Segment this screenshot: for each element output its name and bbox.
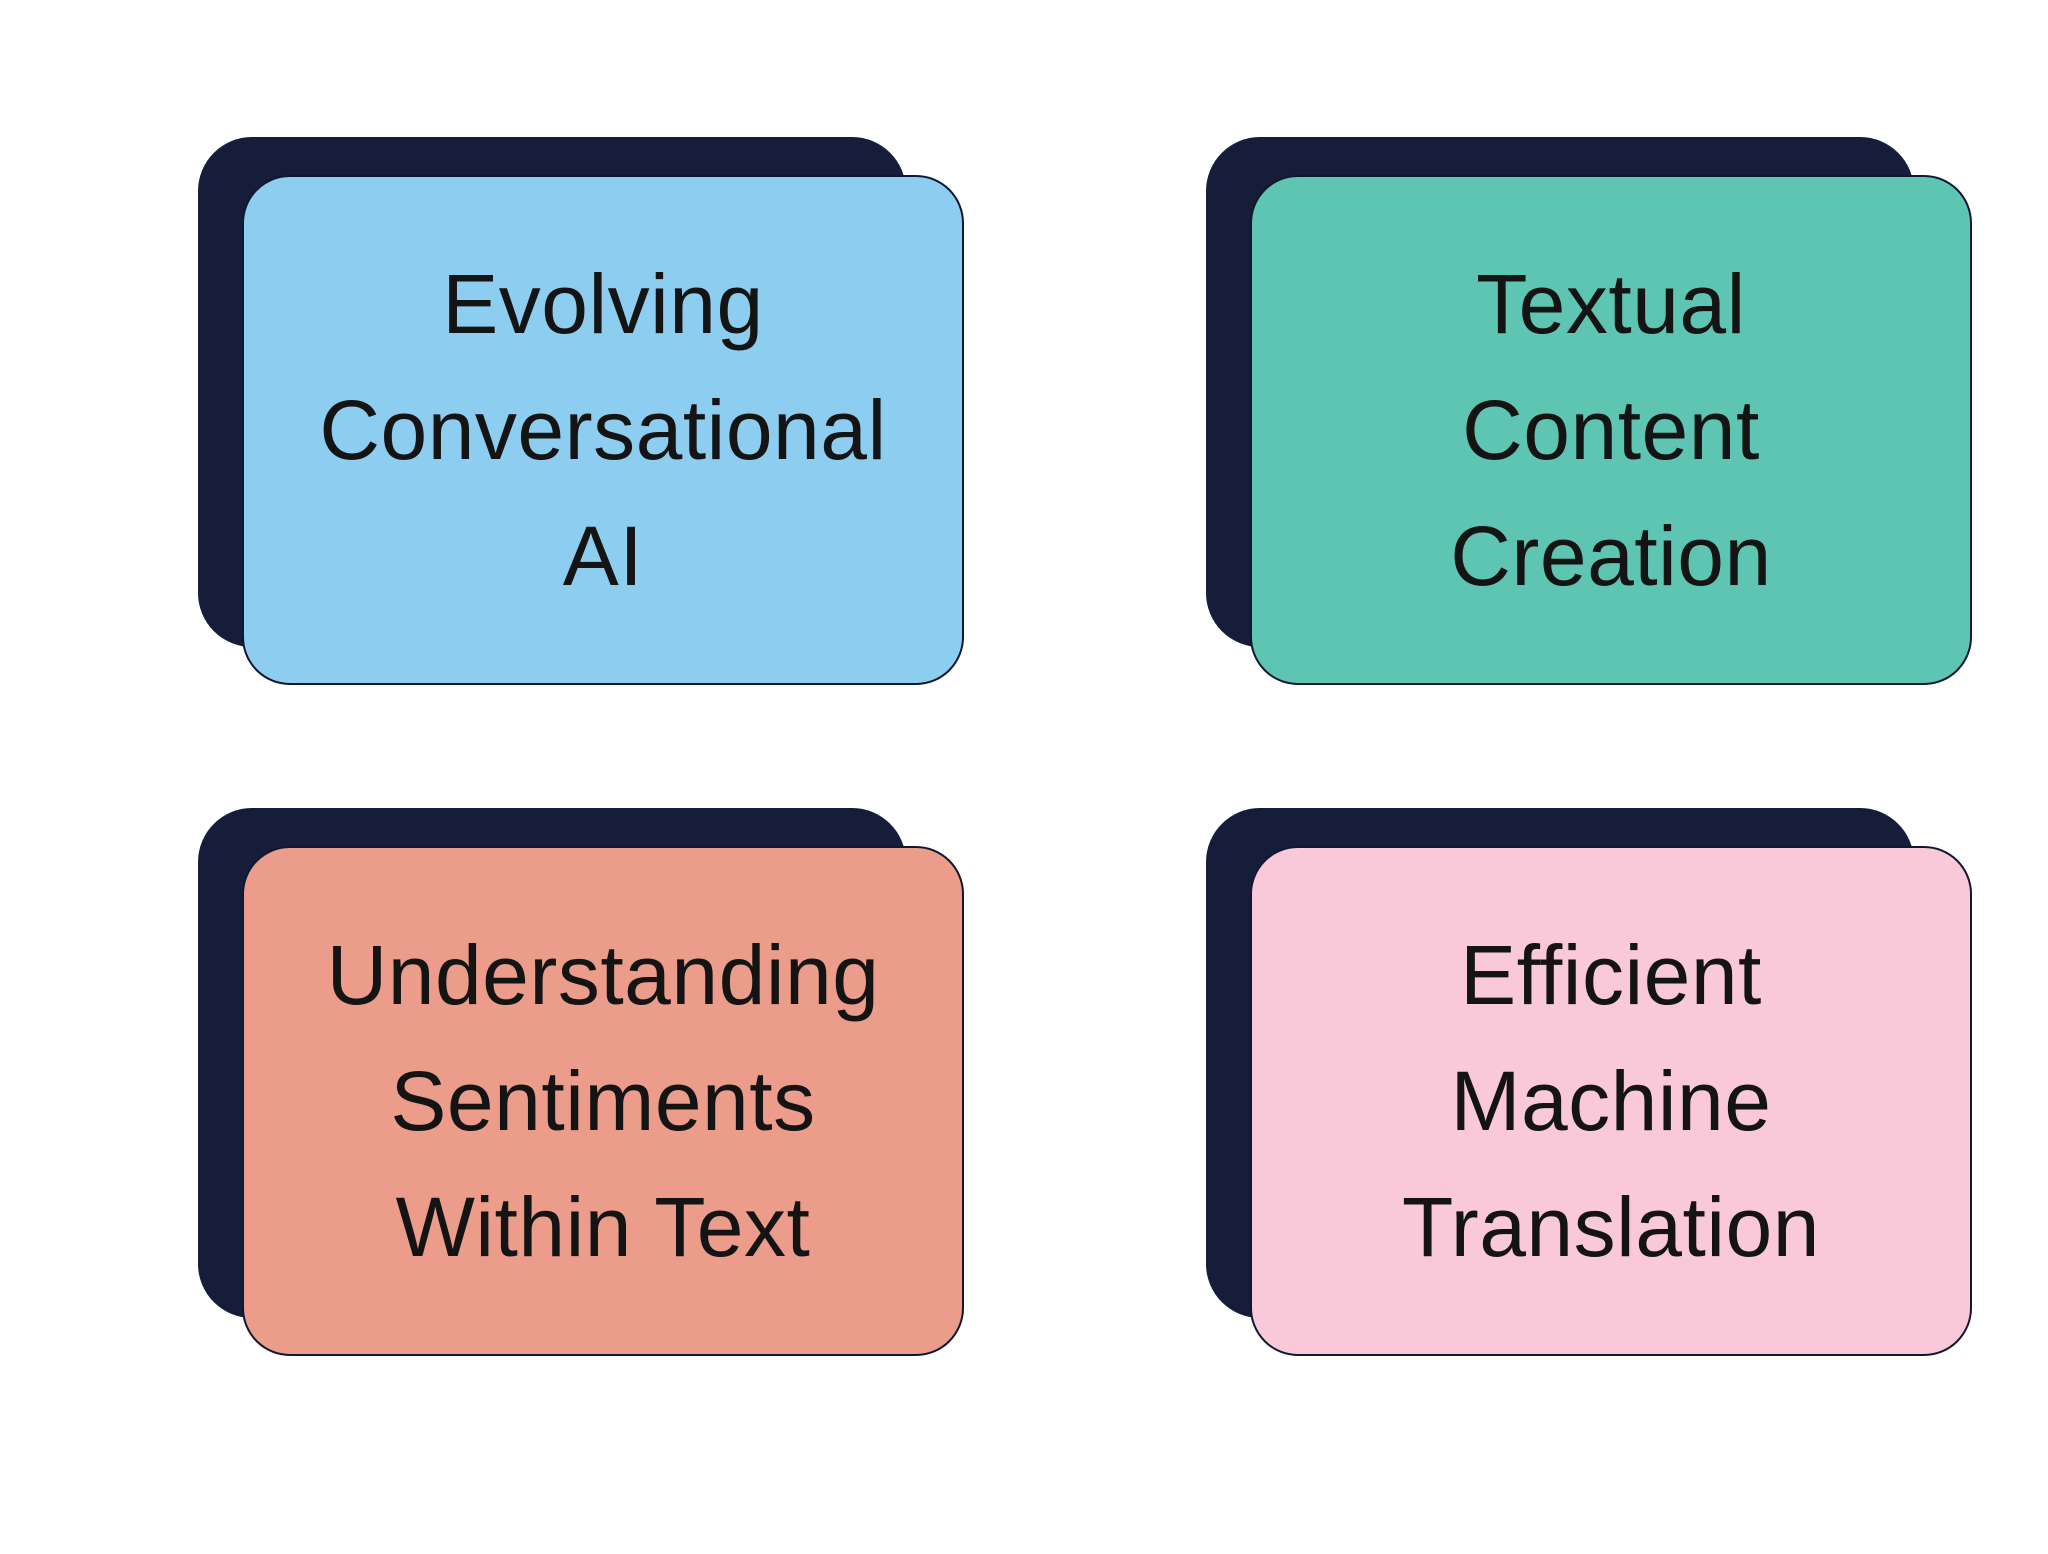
card-group-evolving-conversational-ai: Evolving Conversational AI xyxy=(198,137,964,685)
card-textual-content-creation: Textual Content Creation xyxy=(1250,175,1972,685)
card-understanding-sentiments-within-text: Understanding Sentiments Within Text xyxy=(242,846,964,1356)
card-title-line: Evolving xyxy=(442,257,764,351)
card-evolving-conversational-ai: Evolving Conversational AI xyxy=(242,175,964,685)
card-group-understanding-sentiments-within-text: Understanding Sentiments Within Text xyxy=(198,808,964,1356)
card-title-line: Machine xyxy=(1450,1054,1772,1148)
card-title: Efficient Machine Translation xyxy=(1402,912,1820,1290)
card-title-line: AI xyxy=(562,509,644,603)
card-title: Understanding Sentiments Within Text xyxy=(327,912,880,1290)
card-title-line: Translation xyxy=(1402,1180,1820,1274)
card-title-line: Creation xyxy=(1450,509,1772,603)
card-title: Textual Content Creation xyxy=(1450,241,1772,619)
card-title-line: Within Text xyxy=(395,1180,811,1274)
card-title-line: Conversational xyxy=(319,383,887,477)
card-group-efficient-machine-translation: Efficient Machine Translation xyxy=(1206,808,1972,1356)
card-title: Evolving Conversational AI xyxy=(319,241,886,619)
card-title-line: Efficient xyxy=(1460,928,1762,1022)
card-title-line: Content xyxy=(1462,383,1760,477)
card-title-line: Understanding xyxy=(326,928,880,1022)
card-title-line: Sentiments xyxy=(390,1054,816,1148)
card-group-textual-content-creation: Textual Content Creation xyxy=(1206,137,1972,685)
card-efficient-machine-translation: Efficient Machine Translation xyxy=(1250,846,1972,1356)
card-title-line: Textual xyxy=(1476,257,1746,351)
